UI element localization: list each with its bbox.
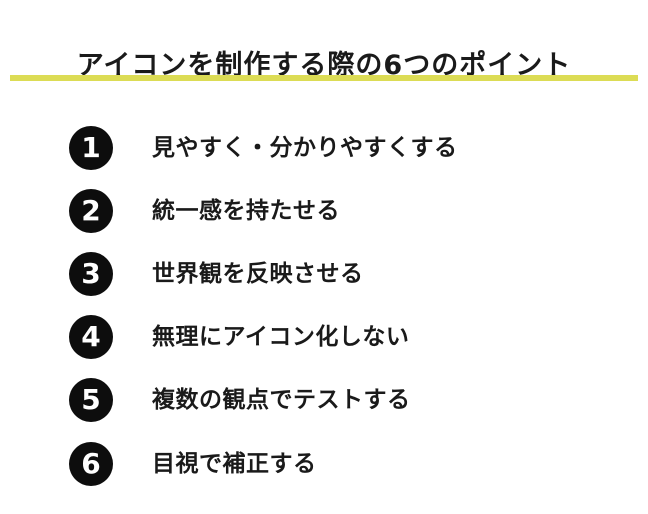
list-item-6: 6 目視で補正する [0, 440, 648, 490]
list-item-3: 3 世界観を反映させる [0, 250, 648, 300]
list-item-4: 4 無理にアイコン化しない [0, 313, 648, 363]
number-badge-1: 1 [69, 126, 113, 170]
number-badge-3: 3 [69, 252, 113, 296]
number-badge-2: 2 [69, 189, 113, 233]
number-badge-5: 5 [69, 378, 113, 422]
point-label-3: 世界観を反映させる [152, 261, 364, 287]
point-label-2: 統一感を持たせる [152, 198, 340, 224]
list-item-1: 1 見やすく・分かりやすくする [0, 124, 648, 174]
point-label-6: 目視で補正する [152, 451, 317, 477]
point-label-1: 見やすく・分かりやすくする [152, 135, 458, 161]
title-underline [10, 75, 638, 81]
number-badge-6: 6 [69, 442, 113, 486]
list-item-5: 5 複数の観点でテストする [0, 376, 648, 426]
point-label-5: 複数の観点でテストする [152, 387, 411, 413]
number-badge-4: 4 [69, 315, 113, 359]
point-label-4: 無理にアイコン化しない [152, 324, 410, 350]
list-item-2: 2 統一感を持たせる [0, 187, 648, 237]
